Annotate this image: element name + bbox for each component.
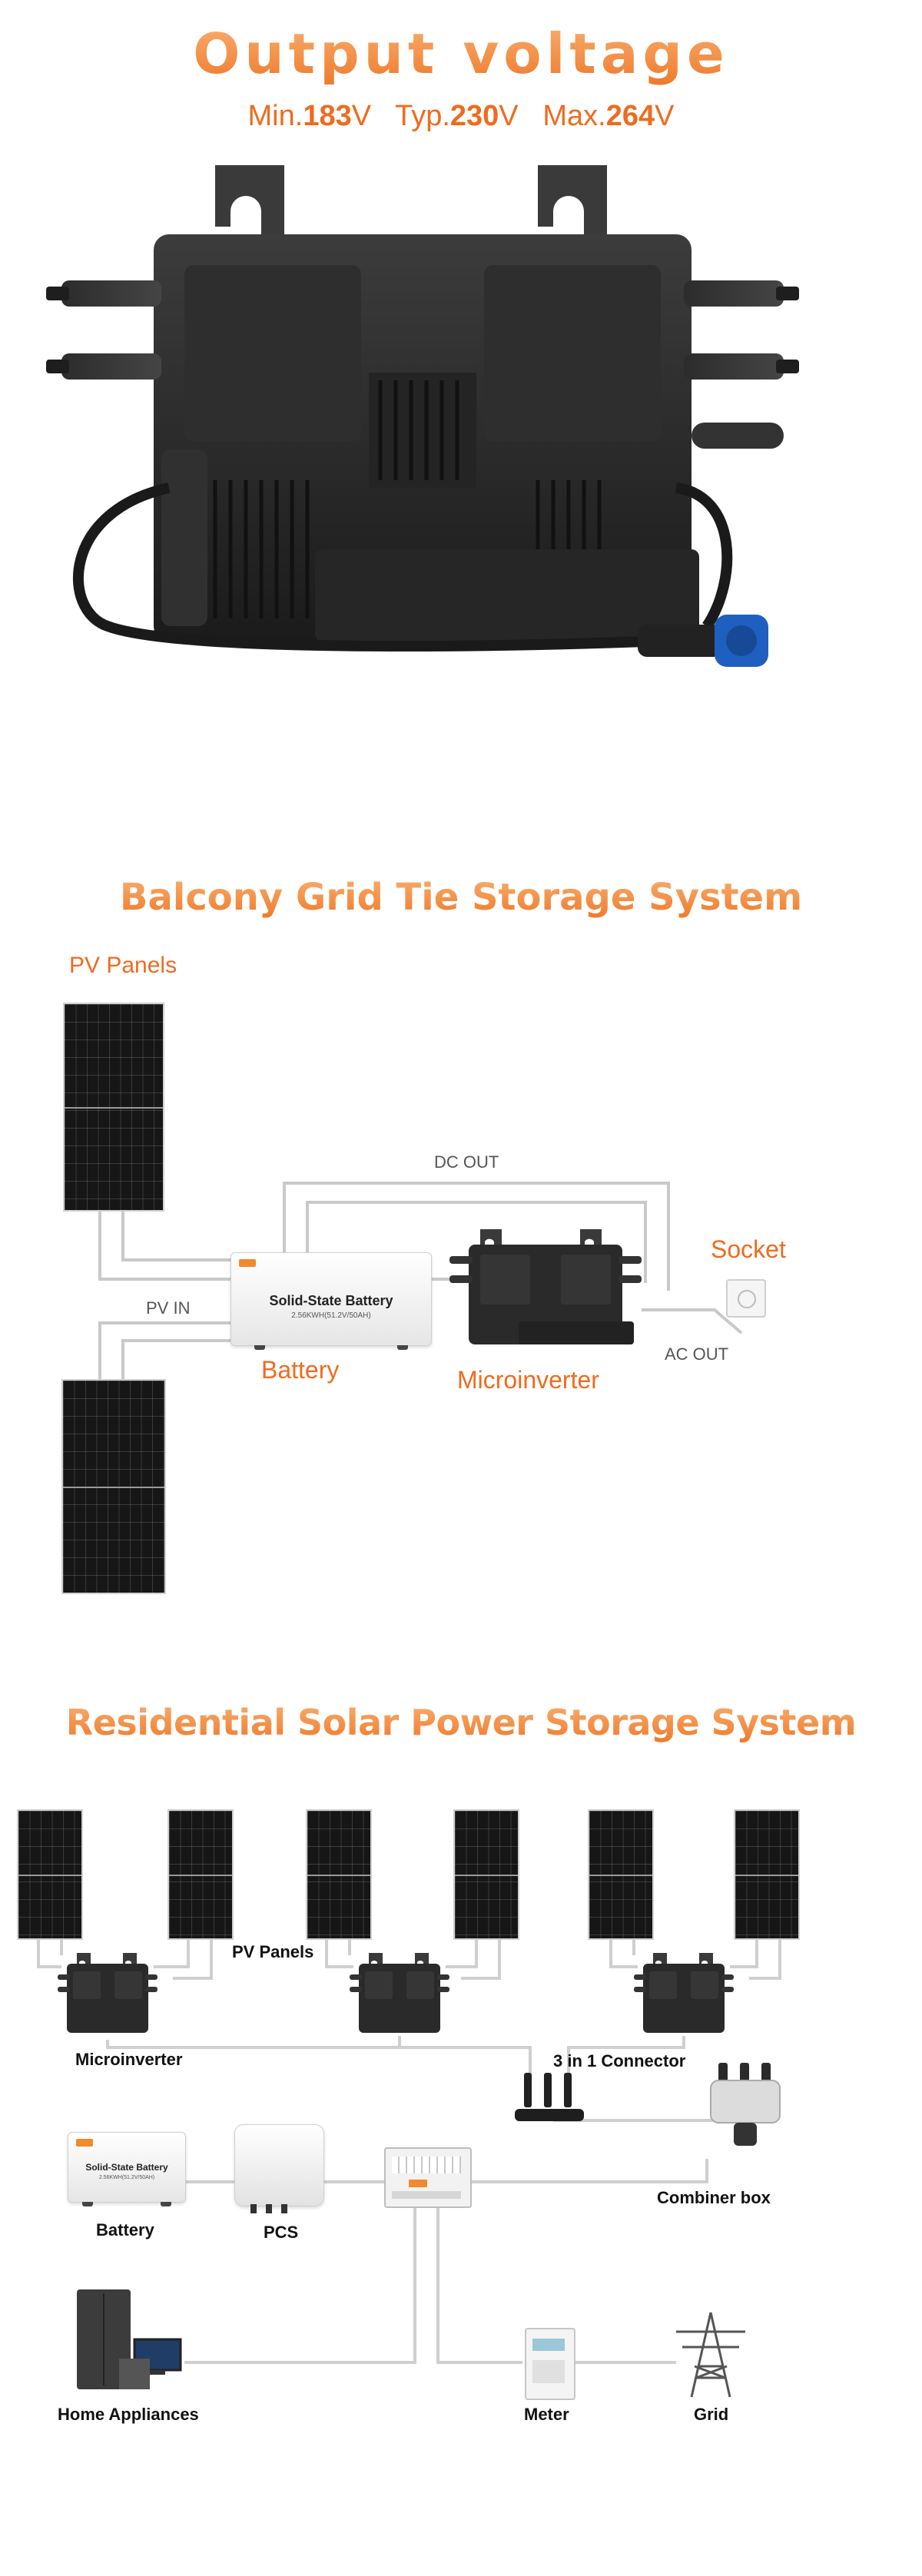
res-microinverter-1	[58, 1953, 158, 2033]
res-battery-name: Solid-State Battery	[85, 2162, 168, 2173]
grid-tower-icon	[676, 2312, 745, 2398]
balcony-wiring	[98, 1182, 743, 1379]
res-panel-5	[588, 1809, 654, 1940]
battery-spec: 2.56KWH(51.2V/50AH)	[291, 1311, 371, 1320]
hero-microinverter-image	[46, 165, 799, 667]
res-panel-6	[734, 1809, 800, 1940]
distribution-board-icon	[384, 2147, 472, 2208]
balcony-title: Balcony Grid Tie Storage System	[0, 876, 922, 919]
res-panel-2	[167, 1809, 234, 1940]
pv-panel-bottom	[61, 1379, 166, 1594]
balcony-socket-label: Socket	[711, 1235, 786, 1263]
pcs-icon	[234, 2124, 324, 2213]
res-combiner-label: Combiner box	[657, 2188, 771, 2207]
socket-icon	[726, 1279, 766, 1318]
balcony-microinverter-label: Microinverter	[457, 1366, 599, 1394]
res-panel-3	[306, 1809, 372, 1940]
battery-name: Solid-State Battery	[269, 1293, 393, 1308]
res-pv-panels-label: PV Panels	[232, 1942, 314, 1961]
battery-logo-icon	[239, 1259, 256, 1267]
spec-min: Min.183V	[247, 100, 372, 132]
res-pcs-label: PCS	[264, 2223, 299, 2242]
hero-title: Output voltage	[0, 22, 922, 86]
res-meter-label: Meter	[524, 2405, 569, 2424]
res-microinverter-3	[634, 1953, 734, 2033]
meter-icon	[525, 2328, 575, 2400]
hero-specs: Min.183V Typ.230V Max.264V	[0, 100, 922, 133]
res-connector-label: 3 in 1 Connector	[553, 2051, 686, 2070]
balcony-battery: Solid-State Battery 2.56KWH(51.2V/50AH)	[230, 1252, 432, 1350]
res-home-label: Home Appliances	[58, 2405, 199, 2424]
three-in-one-connector-icon	[515, 2073, 584, 2121]
balcony-battery-label: Battery	[261, 1356, 340, 1384]
residential-title: Residential Solar Power Storage System	[0, 1702, 922, 1743]
home-appliances-icon	[77, 2289, 182, 2389]
balcony-dc-out-label: DC OUT	[434, 1152, 499, 1172]
res-microinverter-2	[350, 1953, 449, 2033]
res-battery: Solid-State Battery 2.56KWH(51.2V/50AH)	[68, 2132, 186, 2206]
balcony-pv-panels-label: PV Panels	[69, 953, 177, 978]
res-battery-spec: 2.56KWH(51.2V/50AH)	[98, 2175, 155, 2180]
balcony-pv-in-label: PV IN	[146, 1298, 191, 1318]
res-battery-logo-icon	[76, 2139, 93, 2147]
res-battery-label: Battery	[96, 2220, 154, 2239]
res-grid-label: Grid	[694, 2405, 729, 2424]
combiner-box-icon	[710, 2063, 781, 2146]
res-microinverter-label: Microinverter	[75, 2050, 183, 2069]
balcony-ac-out-label: AC OUT	[665, 1344, 729, 1364]
balcony-microinverter-icon	[449, 1229, 642, 1344]
spec-max: Max.264V	[542, 100, 675, 132]
pv-panel-top	[63, 1003, 164, 1212]
res-panel-1	[17, 1809, 83, 1940]
spec-typ: Typ.230V	[395, 100, 519, 132]
res-panel-4	[453, 1809, 519, 1940]
